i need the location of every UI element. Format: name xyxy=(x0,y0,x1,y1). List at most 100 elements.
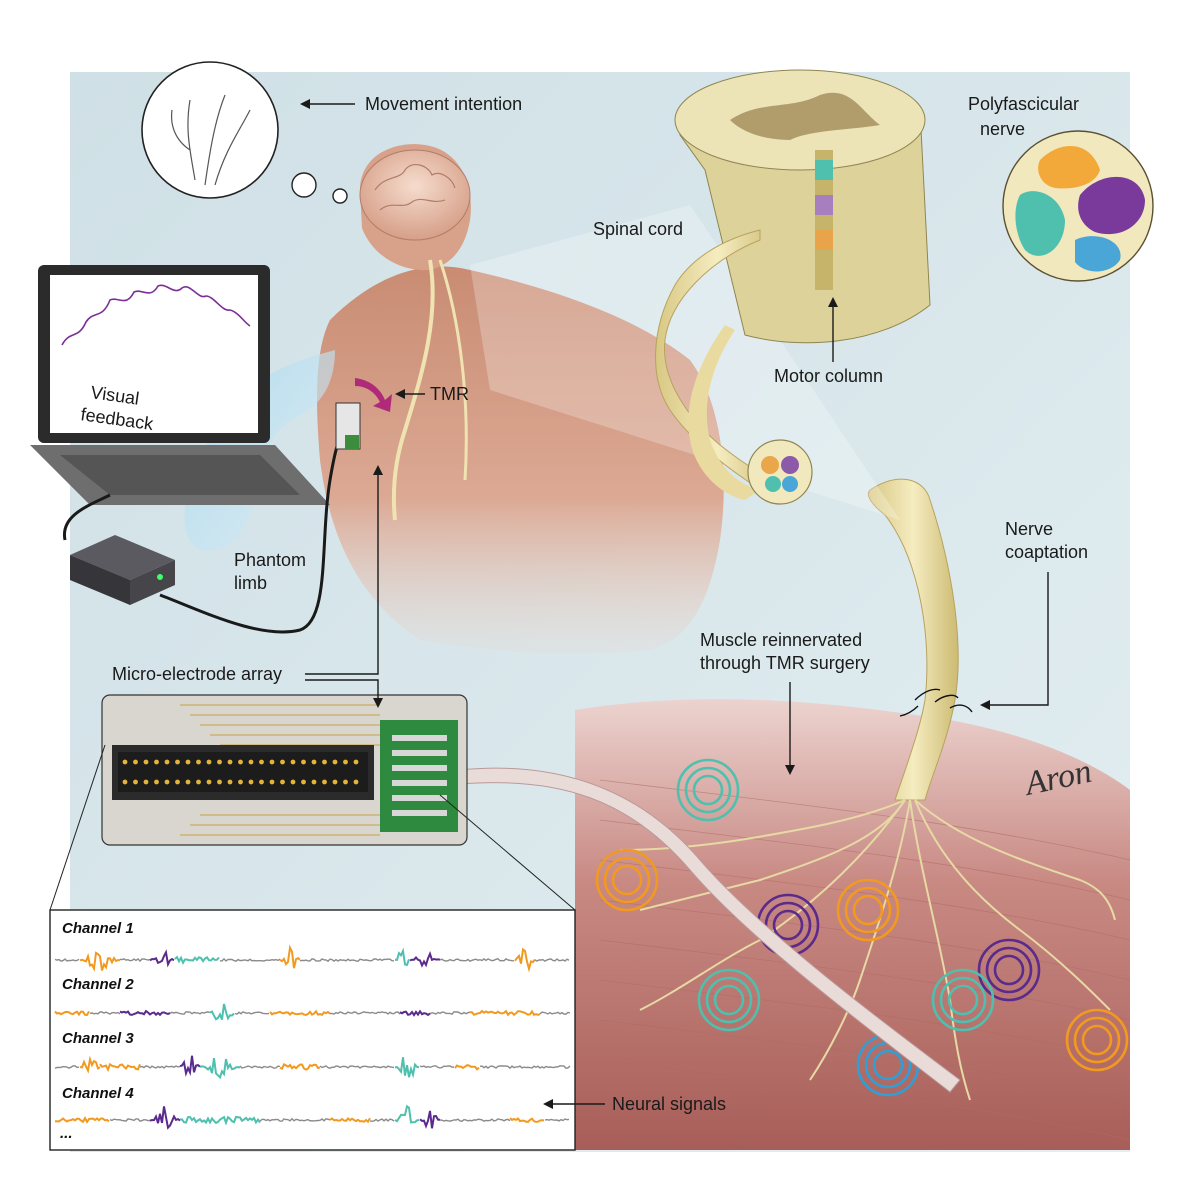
connector-pin xyxy=(238,779,243,785)
connector-pin xyxy=(164,759,170,765)
label-phantom-2: limb xyxy=(234,573,267,593)
arrowhead-movement xyxy=(300,99,310,109)
leader-nerve-coapt xyxy=(985,572,1049,706)
connector-pin xyxy=(353,779,359,785)
motor-unit-teal-3 xyxy=(931,968,995,1032)
label-micro-electrode: Micro-electrode array xyxy=(112,664,282,684)
connector-pin xyxy=(301,759,306,765)
signal-segment-purple xyxy=(399,1009,431,1017)
signal-segment-orange xyxy=(279,944,301,969)
signal-segment-gray_signal xyxy=(234,1011,270,1015)
connector-pin xyxy=(332,779,338,785)
spinal-cord xyxy=(674,69,931,344)
signal-segment-gray_signal xyxy=(429,1011,471,1016)
signal-segment-teal xyxy=(394,1057,420,1079)
signal-segment-teal xyxy=(199,1057,241,1080)
back-nerve-2 xyxy=(438,259,468,481)
zoom-line-right xyxy=(439,794,576,911)
label-phantom-1: Phantom xyxy=(234,550,306,570)
label-nerve-coapt-2: coaptation xyxy=(1005,542,1088,562)
connector-pin xyxy=(248,759,254,765)
signal-segment-orange xyxy=(54,1010,90,1017)
signal-segment-gray_signal xyxy=(544,1118,570,1122)
connector-pin xyxy=(227,759,233,765)
arrowhead-coapt xyxy=(980,700,990,710)
connector-pin xyxy=(217,779,222,785)
signal-segment-gray_signal xyxy=(299,958,395,963)
arrowhead-electrode-up xyxy=(373,465,383,475)
arrowhead-neural xyxy=(543,1099,553,1109)
channel-label-1: Channel 1 xyxy=(62,920,134,937)
tmr-arrow xyxy=(355,378,392,412)
connector-pin xyxy=(185,779,191,785)
nerve-cross-section xyxy=(747,439,813,505)
signal-segment-gray_signal xyxy=(109,1118,151,1123)
signal-segment-gray_signal xyxy=(54,958,80,962)
signal-segment-orange xyxy=(269,1009,331,1017)
connector-pin xyxy=(227,779,233,785)
label-movement-intention: Movement intention xyxy=(365,94,522,114)
channel-label-3: Channel 3 xyxy=(62,1030,134,1047)
connector-pin xyxy=(133,779,138,785)
signal-segment-gray_signal xyxy=(319,1065,395,1069)
connector-pin xyxy=(143,759,149,765)
connector-pin xyxy=(290,759,296,765)
signal-segment-gray_signal xyxy=(369,1118,395,1122)
channel-label-4: Channel 4 xyxy=(62,1085,134,1102)
signal-segment-orange xyxy=(79,1055,101,1074)
spinal-nerve-descending xyxy=(688,325,760,500)
connector-pin xyxy=(311,779,317,785)
connector-pin xyxy=(143,779,149,785)
cable-2 xyxy=(159,418,352,634)
motor-unit-teal-1 xyxy=(676,758,740,822)
connector-pin xyxy=(238,759,243,765)
label-spinal-cord: Spinal cord xyxy=(593,219,683,239)
connector-pin xyxy=(269,779,275,785)
connector-pin xyxy=(206,759,212,765)
signal-segment-gray_signal xyxy=(219,957,281,962)
connector-pin xyxy=(290,779,296,785)
motor-unit-orange-3 xyxy=(1065,1008,1129,1072)
brain-icon xyxy=(359,149,471,241)
signal-segment-gray_signal xyxy=(120,957,151,963)
connector-pin xyxy=(196,779,201,785)
signal-segment-gray_signal xyxy=(419,1065,455,1069)
connector-pin xyxy=(259,759,264,765)
connector-pin xyxy=(154,759,159,765)
cable xyxy=(63,493,111,541)
arrowhead-electrode-down xyxy=(373,698,383,708)
connector-pin xyxy=(311,759,317,765)
leader-micro-electrode-down xyxy=(305,679,379,703)
signal-segment-orange xyxy=(454,1064,480,1071)
signal-segment-gray_signal xyxy=(439,958,515,963)
laptop-icon xyxy=(30,265,330,505)
connector-pin xyxy=(133,759,138,765)
connector-pin xyxy=(259,779,264,785)
label-muscle-1: Muscle reinnervated xyxy=(700,630,862,650)
connector-pin xyxy=(175,779,180,785)
back-nerve xyxy=(391,259,435,521)
label-polyfascicular-1: Polyfascicular xyxy=(968,94,1079,114)
signal-segment-orange xyxy=(99,1062,141,1073)
signal-segment-gray_signal xyxy=(169,1011,211,1015)
signal-segment-purple xyxy=(119,1009,171,1017)
projection-cone xyxy=(470,205,900,520)
thought-dot-small xyxy=(332,188,348,204)
connector-pin xyxy=(301,779,306,785)
connector-pin xyxy=(269,759,275,765)
signal-segment-purple xyxy=(149,949,175,968)
suture-marks xyxy=(899,688,973,717)
electrode-ribbon xyxy=(459,767,961,1093)
connector-pin xyxy=(196,759,201,765)
torso xyxy=(317,266,724,655)
label-polyfascicular-2: nerve xyxy=(980,119,1025,139)
signal-segment-orange xyxy=(279,1063,321,1071)
connector-pin xyxy=(122,779,128,785)
arrowhead-motor xyxy=(828,297,838,307)
signal-segment-orange xyxy=(54,1115,110,1124)
signal-segment-teal xyxy=(394,1104,420,1124)
connector-pin xyxy=(280,759,285,765)
laptop-signal-trace xyxy=(61,284,251,346)
polyfascicular-nerve xyxy=(1002,130,1154,282)
thought-bubble-hand-icon xyxy=(141,61,279,199)
